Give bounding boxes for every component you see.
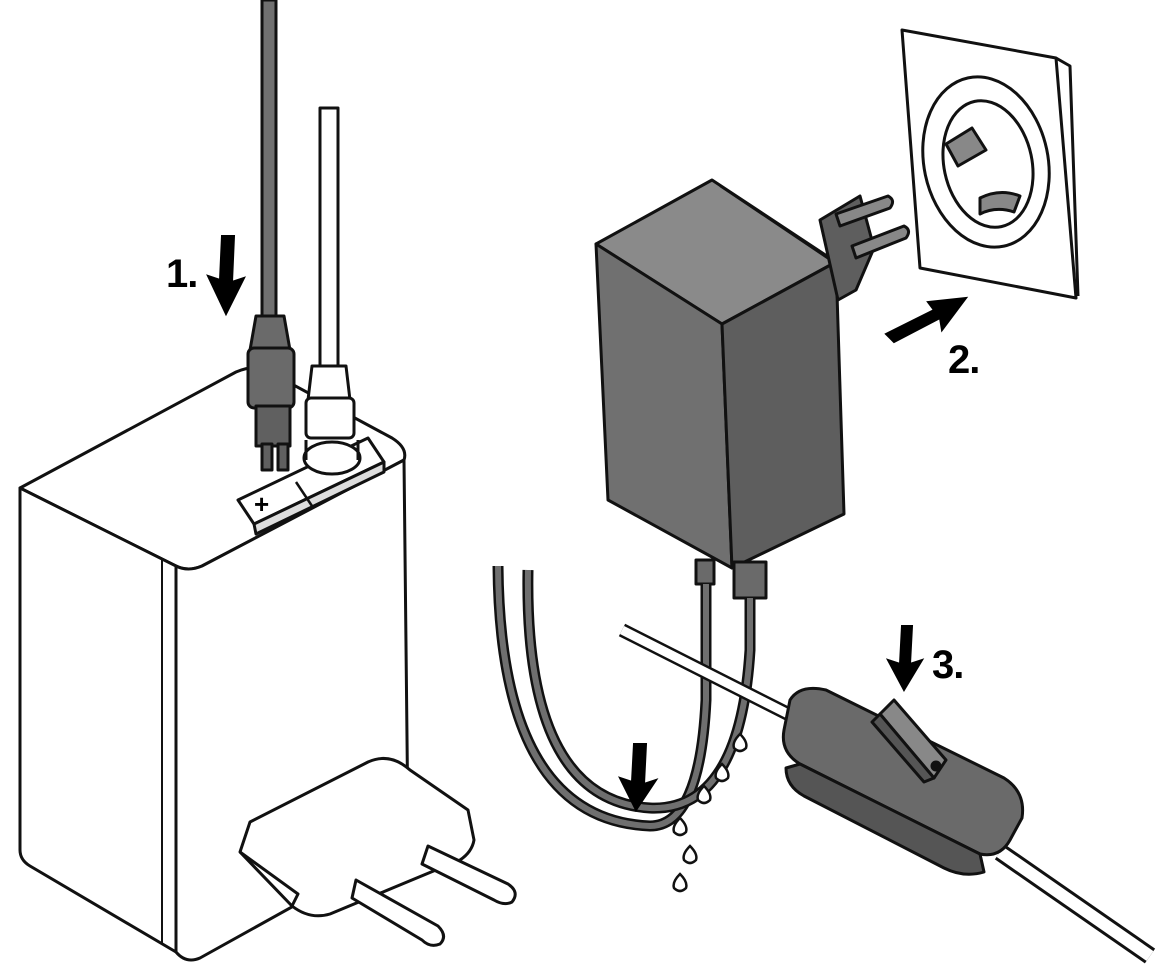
arrow-step-2 (884, 296, 969, 344)
arrow-down-cord (618, 743, 659, 812)
arrow-step-1 (206, 235, 246, 317)
dark-plug-connector (246, 0, 296, 472)
step-3-label: 3. (932, 643, 964, 687)
eu-plug (238, 756, 517, 947)
water-drips (672, 732, 748, 893)
wall-socket (900, 28, 1080, 300)
step-1-label: 1. (166, 252, 198, 296)
step-2-label: 2. (948, 338, 980, 382)
arrow-step-3 (885, 625, 925, 693)
polarity-label: + (254, 489, 270, 519)
mains-cord (618, 623, 1156, 964)
power-adapter (594, 178, 911, 570)
adapter-cords (492, 558, 768, 832)
white-plug-connector (302, 106, 362, 476)
inline-rocker-switch (781, 686, 1025, 876)
